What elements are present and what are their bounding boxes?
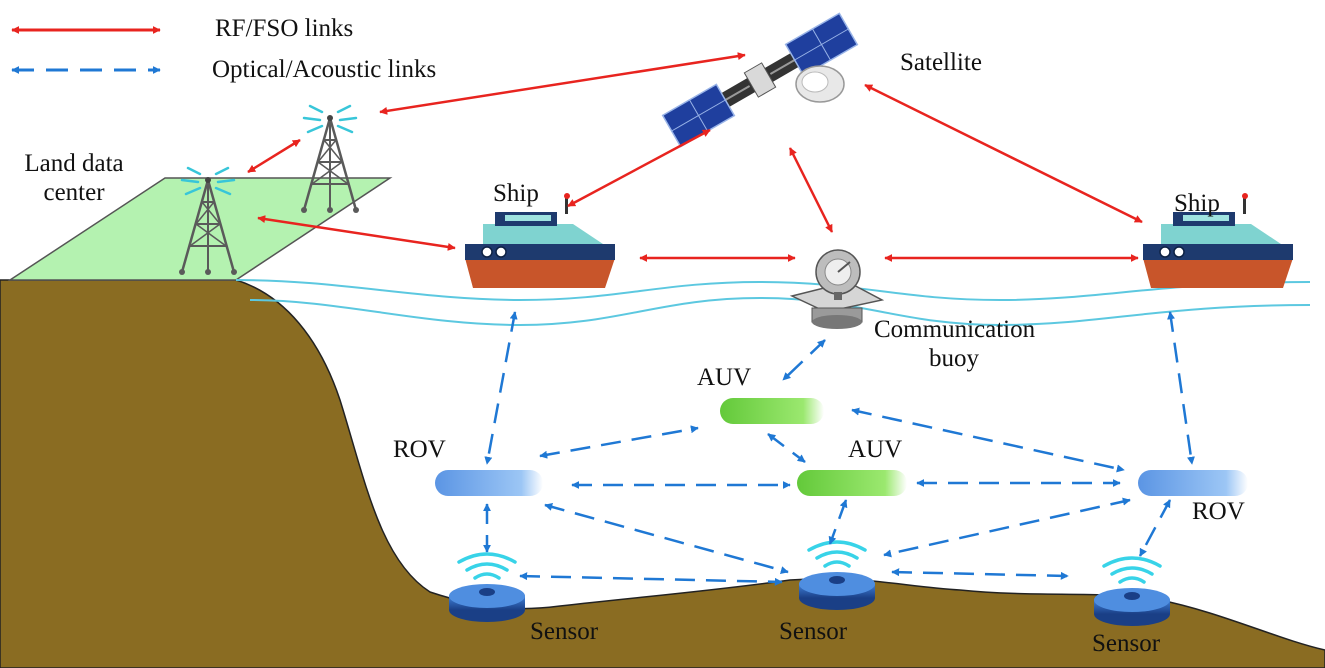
rov-right-label: ROV: [1192, 498, 1245, 525]
optical-link-sensor-sensor: [891, 568, 1069, 580]
communication-buoy-icon: [789, 249, 885, 329]
satellite-icon: [661, 12, 859, 148]
optical-link-rov-sensor: [883, 497, 1131, 558]
legend-optical-label: Optical/Acoustic links: [212, 56, 437, 83]
rov-right-icon: [1138, 470, 1248, 496]
ship-left-label: Ship: [493, 180, 539, 207]
rov-left-icon: [435, 470, 543, 496]
auv-top-icon: [720, 398, 824, 424]
rf-link-satellite-ship-left: [567, 128, 711, 208]
optical-link-auv-sensor: [828, 499, 848, 545]
buoy-label-line2: buoy: [929, 344, 979, 372]
auv-mid-label: AUV: [848, 436, 903, 463]
sensor-left-label: Sensor: [530, 618, 599, 645]
optical-link-auv-rov: [851, 407, 1125, 473]
sensor-left-icon: [447, 552, 527, 624]
rf-link-satellite-ship-right: [864, 83, 1143, 224]
land-platform: [7, 177, 393, 281]
ship-left-icon: [464, 192, 616, 289]
sensor-mid-label: Sensor: [779, 618, 848, 645]
sensor-right-label: Sensor: [1092, 630, 1161, 657]
ship-right-label: Ship: [1174, 190, 1220, 217]
optical-link-ship-rov: [484, 311, 518, 465]
optical-link-auv-auv: [767, 433, 806, 463]
buoy-label-line1: Communication: [874, 316, 1036, 343]
rov-left-label: ROV: [393, 436, 446, 463]
optical-link-buoy-auv: [782, 339, 826, 381]
water-wave: [249, 296, 1311, 327]
rf-link-land-ship: [257, 215, 456, 251]
buoy-label: Communication buoy: [874, 316, 1036, 374]
legend-rf-label: RF/FSO links: [215, 15, 354, 42]
auv-mid-icon: [797, 470, 907, 496]
optical-link-ship-rov: [1167, 311, 1195, 465]
satellite-label: Satellite: [900, 49, 982, 76]
land-label-line1: Land data: [24, 150, 124, 177]
sensor-right-icon: [1092, 556, 1172, 628]
optical-link-rov-sensor: [544, 503, 789, 574]
land-label-line2: center: [43, 178, 105, 206]
optical-link-rov-sensor: [1138, 499, 1172, 557]
rf-link-satellite-buoy: [788, 147, 834, 233]
rf-link-tower-tower: [247, 138, 301, 174]
optical-link-sensor-sensor: [519, 572, 783, 586]
auv-top-label: AUV: [697, 364, 752, 391]
rf-link-tower-satellite: [379, 52, 746, 115]
sensor-mid-icon: [797, 540, 877, 612]
optical-link-rov-auv: [539, 425, 699, 459]
water-wave: [235, 279, 1311, 302]
land-data-center-label: Land data center: [14, 150, 134, 208]
